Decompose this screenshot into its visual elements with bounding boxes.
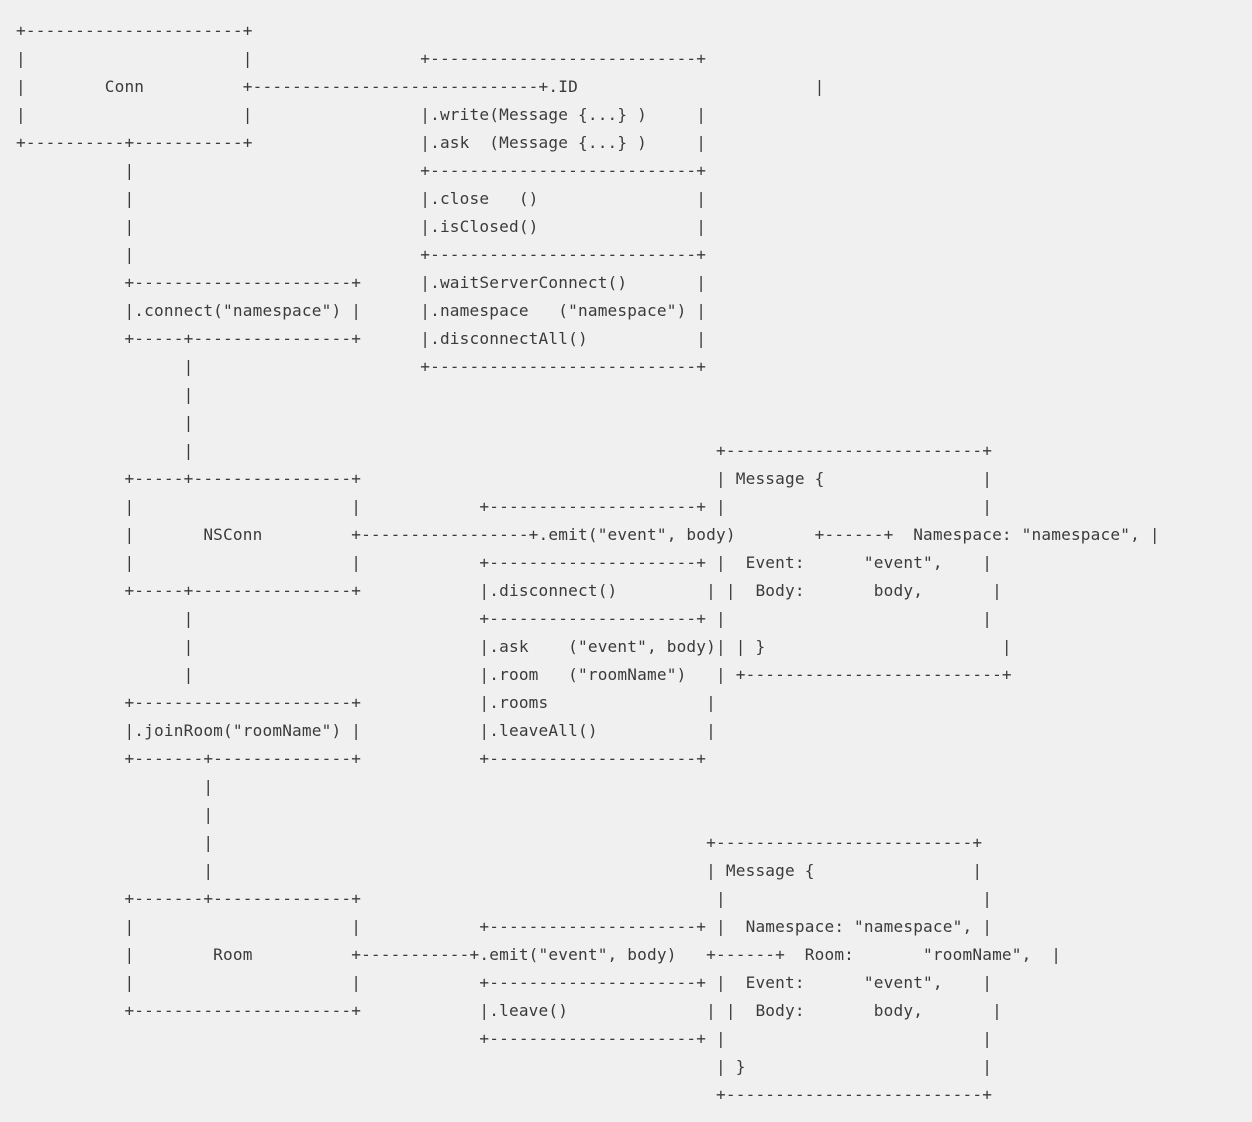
- ascii-art-diagram: +----------------------+ | | +----------…: [16, 21, 1160, 1104]
